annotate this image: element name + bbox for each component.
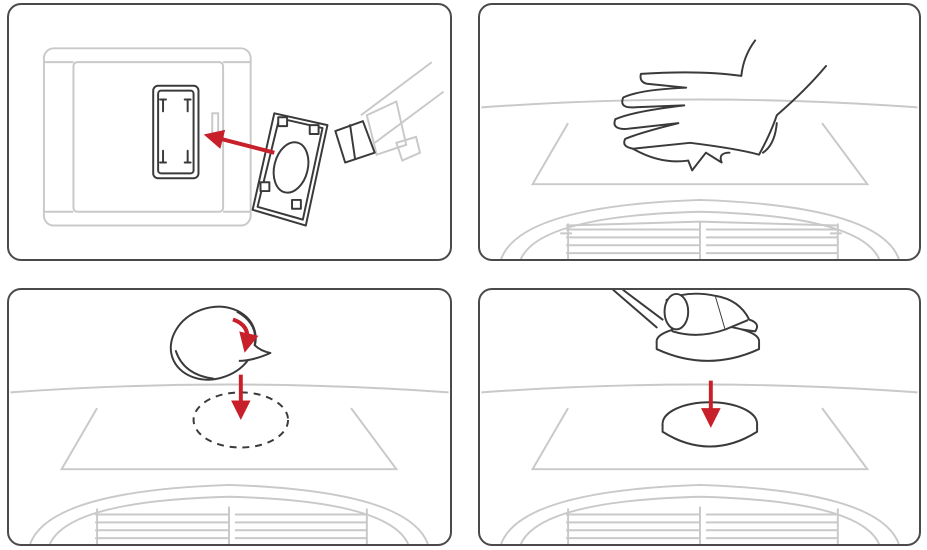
step-2-illustration [481,39,918,259]
step-4-illustration [481,290,918,544]
dashboard-icon [481,98,918,259]
step-3-illustration [10,305,449,544]
arrow-left-icon [203,129,275,155]
mount-plate-icon [251,112,329,227]
adhesive-disc-icon [169,305,272,381]
suction-cup-icon [612,290,761,362]
step-4-panel [478,288,921,546]
cloth-icon [632,147,731,172]
mount-arm-icon [334,61,445,164]
hand-icon [613,39,827,156]
step-1-panel [7,3,452,261]
peel-arrow-icon [232,317,259,353]
step-1-illustration [42,47,445,227]
step-3-panel [7,288,452,546]
dashboard-icon [10,383,449,544]
step-2-panel [478,3,921,261]
dashboard-icon [481,383,918,544]
target-area-icon [192,391,290,449]
